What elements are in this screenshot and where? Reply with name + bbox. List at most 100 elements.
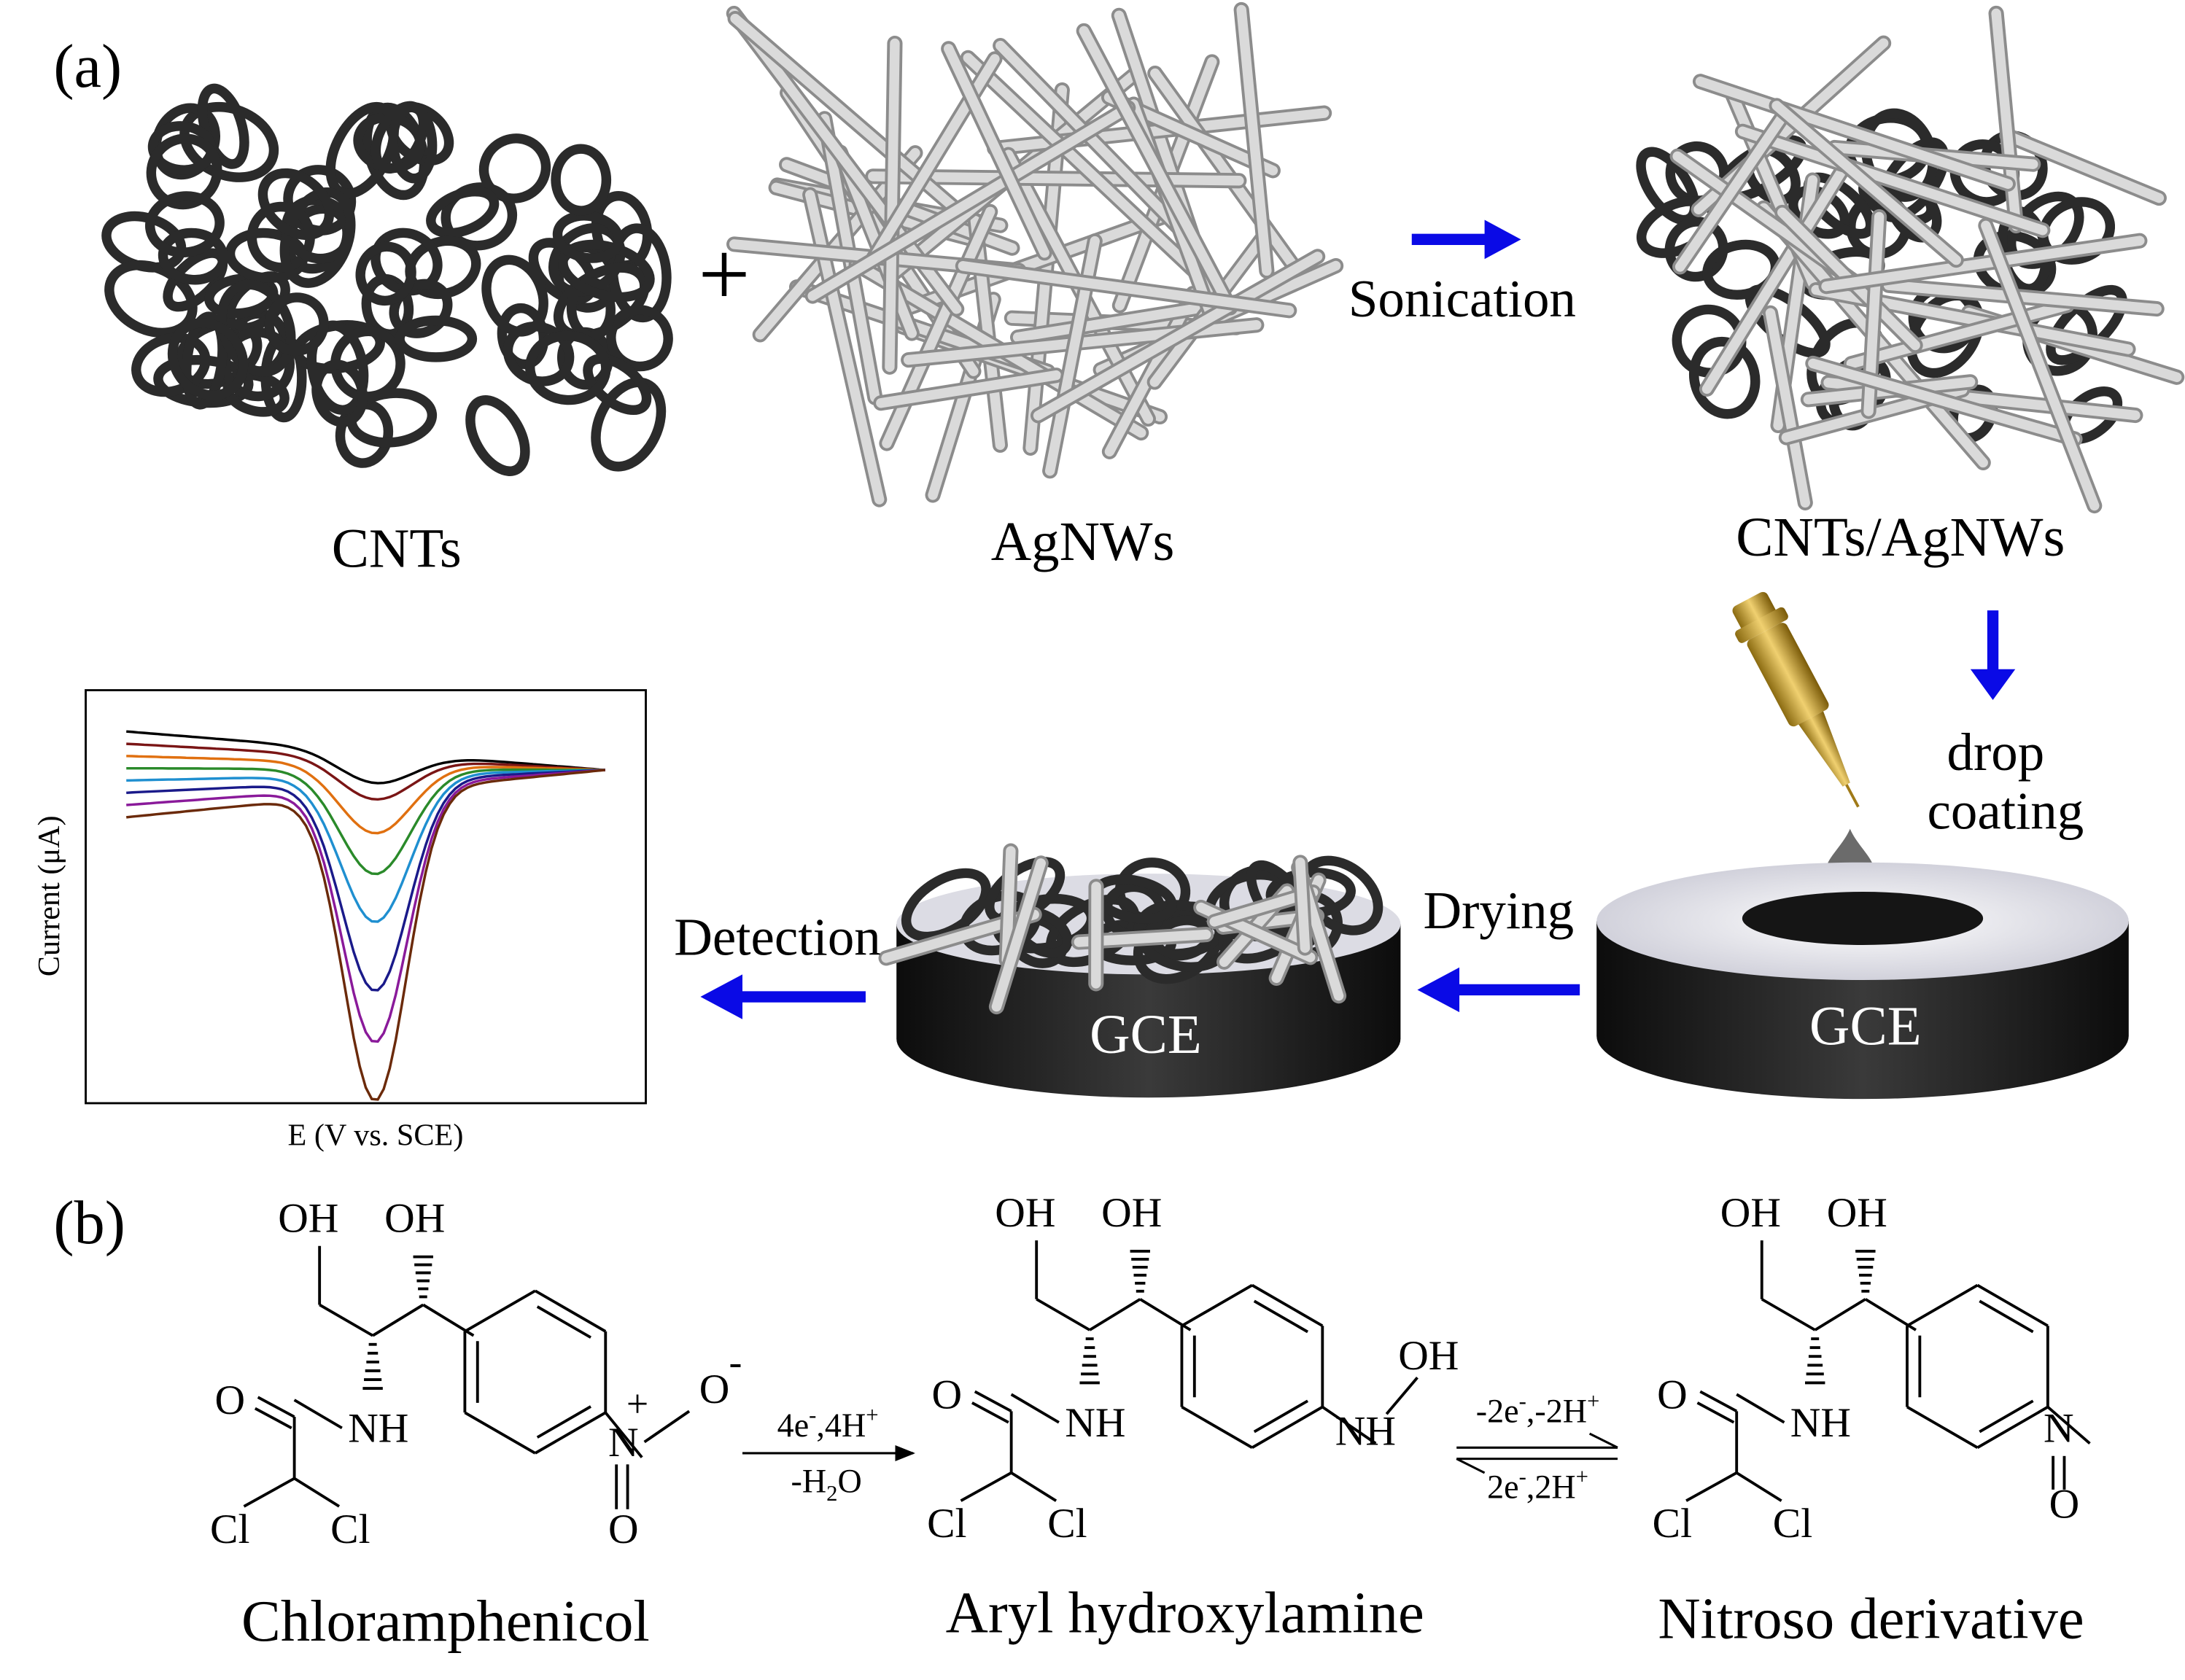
- cnt-loop: [481, 254, 548, 337]
- dpv-curve: [126, 769, 605, 992]
- cnt-loop: [257, 168, 335, 241]
- ring-bond: [1181, 1405, 1253, 1449]
- agnw-rod: [1030, 249, 1326, 424]
- drop-coating-arrow: [1970, 610, 2016, 700]
- ring-double-bond: [1253, 1299, 1309, 1334]
- composite-cnt-loop: [1702, 239, 1781, 300]
- bond: [1010, 1393, 1060, 1424]
- compound-1-name: Chloramphenicol: [241, 1589, 650, 1654]
- bond: [1010, 1471, 1057, 1502]
- bare-gce-electrode: [1596, 862, 2129, 1100]
- bare-gce-label: GCE: [1809, 995, 1922, 1057]
- oh-label-chloramphenicol: OH: [384, 1196, 445, 1242]
- bond: [604, 1412, 643, 1458]
- agnw-rod: [1076, 23, 1238, 316]
- cnt-loop: [311, 359, 368, 427]
- coating-label: coating: [1927, 782, 2084, 841]
- cnt-cluster-illustration: [101, 83, 673, 476]
- agnw-rod: [941, 41, 1052, 261]
- bond: [293, 1477, 341, 1508]
- ring-double-bond: [1253, 1399, 1309, 1434]
- ring-bond: [1251, 1283, 1324, 1327]
- composite-agnw-rod: [1978, 217, 2103, 514]
- hydroxylamine-oh: OH: [1398, 1333, 1459, 1379]
- oh-label-nitroso: OH: [1827, 1190, 1887, 1236]
- composite-agnw-rod: [1699, 162, 1850, 397]
- panel-b-label: (b): [53, 1189, 125, 1257]
- bond: [971, 1401, 1009, 1424]
- voltammogram-plot: [85, 689, 647, 1105]
- nh-label-chloramphenicol: NH: [348, 1406, 408, 1452]
- carbonyl-o-nitroso: O: [1657, 1372, 1688, 1418]
- cnt-loop: [583, 354, 652, 416]
- agnws-label: AgNWs: [991, 510, 1175, 572]
- cl-label-hydroxylamine: Cl: [1047, 1501, 1087, 1547]
- composite-cnt-loop: [1636, 147, 1700, 225]
- agnw-rod: [873, 368, 1064, 411]
- composite-agnw-rod: [1880, 277, 2165, 317]
- agnw-rod: [955, 258, 1297, 319]
- ring-double-bond: [1979, 1299, 2034, 1334]
- bond: [1036, 1298, 1091, 1331]
- cnt-loop: [478, 133, 551, 203]
- cnt-loop: [552, 211, 624, 263]
- bond: [1089, 1298, 1141, 1331]
- composite-cluster-illustration: [1636, 5, 2185, 514]
- bond: [1696, 1401, 1735, 1424]
- nitro-minus: -: [729, 1339, 742, 1383]
- ring-bond: [464, 1411, 536, 1455]
- cl-label-chloramphenicol: Cl: [210, 1506, 249, 1552]
- detection-label: Detection: [674, 907, 881, 966]
- bond: [643, 1409, 691, 1444]
- composite-agnw-rod: [1843, 298, 2075, 372]
- cnt-loop: [465, 395, 530, 476]
- bond: [1385, 1377, 1418, 1415]
- nitro-plus: +: [626, 1382, 648, 1426]
- carbonyl-o-chloramphenicol: O: [214, 1377, 245, 1423]
- cnt-loop: [264, 292, 329, 356]
- composite-cnt-loop: [1688, 336, 1761, 419]
- ring-bond: [1906, 1405, 1979, 1449]
- cnt-loop: [566, 276, 616, 341]
- agnw-rod: [967, 213, 1008, 453]
- cnt-loop: [144, 191, 225, 257]
- modified-gce-electrode: [878, 843, 1401, 1098]
- cnt-loop: [217, 279, 296, 377]
- bond: [319, 1303, 374, 1337]
- cnt-loop: [395, 315, 478, 362]
- sonication-arrow: [1411, 219, 1521, 260]
- cnt-loop: [330, 326, 405, 402]
- bond: [2046, 1406, 2091, 1444]
- dpv-curve: [126, 769, 605, 923]
- cnt-loop: [197, 83, 249, 169]
- plot-xlabel: E (V vs. SCE): [287, 1119, 463, 1153]
- dpv-curve: [126, 769, 606, 1101]
- nitro-o-minus: O: [699, 1366, 730, 1412]
- panel-a-label: (a): [53, 33, 122, 101]
- cnt-loop: [182, 311, 228, 410]
- cl-label-nitroso: Cl: [1773, 1501, 1812, 1547]
- modified-gce-label: GCE: [1090, 1003, 1202, 1065]
- cnt-loop: [146, 133, 222, 210]
- pipette-icon: [1732, 591, 1860, 808]
- cnt-loop: [525, 330, 611, 405]
- composite-agnw-rod: [1999, 128, 2167, 206]
- cnt-loop: [591, 377, 667, 472]
- cnt-loop: [167, 318, 249, 400]
- cnt-loop: [158, 228, 228, 285]
- gce-agnw-rod: [998, 843, 1019, 968]
- ring-bond: [1181, 1283, 1253, 1327]
- bond: [257, 1396, 295, 1418]
- detection-arrow: [700, 974, 866, 1019]
- ring-bond: [1251, 1405, 1324, 1449]
- composite-agnw-rod: [1988, 5, 2025, 234]
- oh-label-nitroso: OH: [1720, 1190, 1781, 1236]
- nitroso-o: O: [2049, 1481, 2080, 1527]
- plot-frame: [85, 689, 647, 1105]
- agnw-rod: [882, 35, 903, 375]
- cnt-loop: [426, 186, 500, 238]
- ring-bond: [1976, 1283, 2049, 1327]
- ring-bond: [534, 1289, 607, 1333]
- dpv-curve: [126, 730, 605, 785]
- compound-3-name: Nitroso derivative: [1658, 1586, 2084, 1651]
